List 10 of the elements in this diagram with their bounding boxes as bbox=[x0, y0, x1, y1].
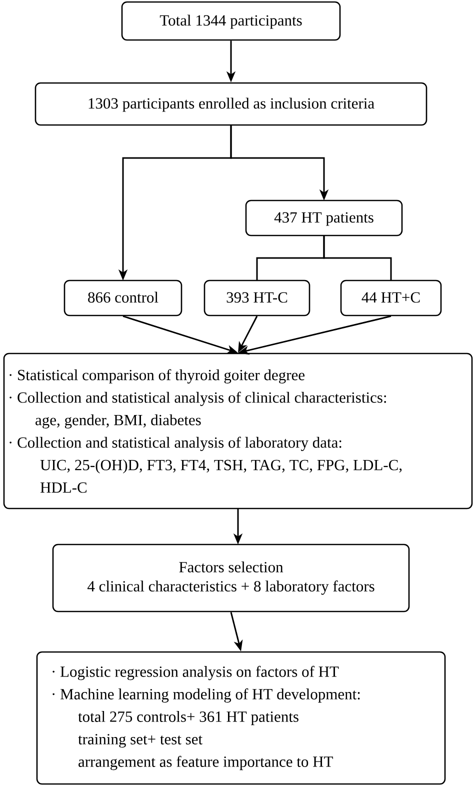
process-box: 866 control bbox=[64, 280, 182, 316]
text-box: · Statistical comparison of thyroid goiter degree · Collection and statistical analysis of clinical characteristics: age, gender, BMI, diabetes · Collection and statistical analysis of laboratory data: UIC, 25-(OH)D, FT3, FT4, TSH, TAG, TC, FPG, LDL-C, HDL-C bbox=[3, 352, 473, 510]
connector-line bbox=[323, 236, 392, 280]
process-box: Total 1344 participants bbox=[121, 1, 341, 41]
process-box: 1303 participants enrolled as inclusion criteria bbox=[34, 82, 428, 126]
process-box: 437 HT patients bbox=[245, 200, 403, 236]
process-box: 44 HT+C bbox=[340, 280, 442, 316]
process-box: Factors selection 4 clinical characteristics + 8 laboratory factors bbox=[52, 544, 410, 612]
process-box: 393 HT-C bbox=[204, 280, 310, 316]
text-box: · Logistic regression analysis on factors of HT · Machine learning modeling of HT development: total 275 controls+ 361 HT patients training set+ test set arrangement as feature importance to HT bbox=[36, 651, 446, 785]
